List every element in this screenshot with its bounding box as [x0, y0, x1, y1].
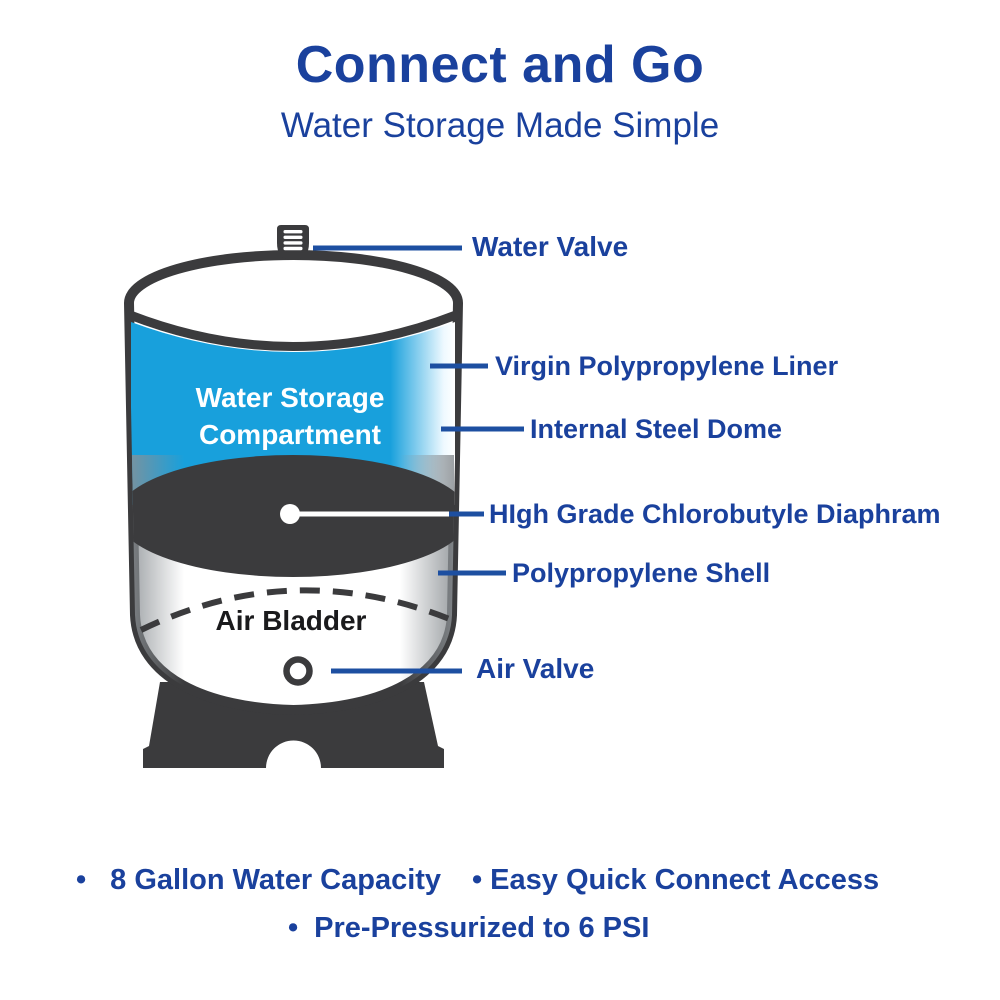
water-valve-icon	[277, 225, 309, 260]
page-title: Connect and Go	[295, 36, 705, 94]
feature-text: Pre-Pressurized to 6 PSI	[314, 912, 650, 944]
callout-label-liner: Virgin Polypropylene Liner	[495, 351, 839, 381]
feature-text: Easy Quick Connect Access	[490, 864, 880, 896]
compartment-label-line1: Water Storage	[195, 382, 385, 413]
feature-item-pressurized: • Pre-Pressurized to 6 PSI	[288, 911, 649, 945]
compartment-label-line2: Compartment	[198, 419, 381, 450]
callout-label-shell: Polypropylene Shell	[512, 558, 771, 588]
air-bladder-dashed-arc	[139, 587, 454, 633]
tank-rim-arc	[125, 310, 461, 351]
feature-text: 8 Gallon Water Capacity	[110, 864, 442, 896]
feature-item-quick-connect: • Easy Quick Connect Access	[472, 863, 879, 897]
callout-label-steel-dome: Internal Steel Dome	[530, 414, 783, 444]
page-subtitle: Water Storage Made Simple	[280, 106, 720, 145]
water-storage-compartment-label: Water Storage Compartment	[168, 379, 412, 453]
air-valve-icon	[283, 656, 313, 686]
feature-item-capacity: • 8 Gallon Water Capacity	[76, 863, 441, 897]
air-bladder-label: Air Bladder	[215, 605, 367, 636]
callout-label-water-valve: Water Valve	[472, 231, 629, 262]
bullet-dot-icon: •	[472, 864, 483, 896]
callout-label-diaphragm: HIgh Grade Chlorobutyle Diaphram	[489, 499, 941, 529]
callout-label-air-valve: Air Valve	[476, 653, 595, 684]
water-compartment	[131, 322, 455, 505]
bullet-dot-icon: •	[288, 912, 299, 944]
bullet-dot-icon: •	[76, 864, 87, 896]
callout-dot-diaphragm	[280, 504, 300, 524]
